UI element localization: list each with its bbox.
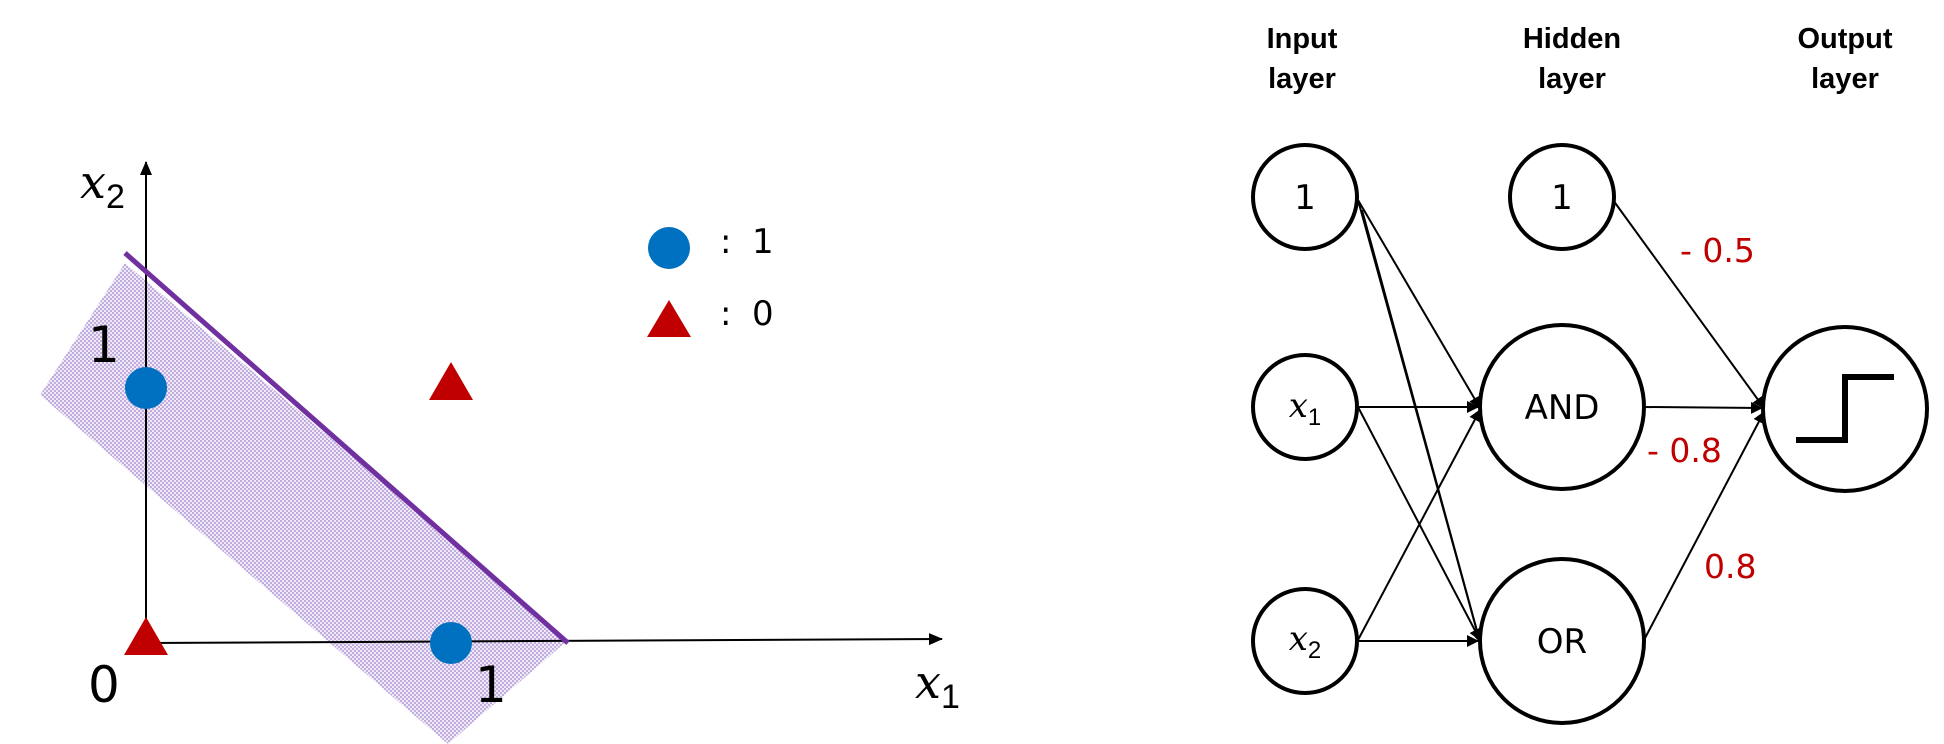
input-layer-title-2: layer	[1268, 63, 1336, 95]
legend: : 1 : 0	[647, 222, 774, 337]
x-tick-label: 1	[475, 656, 507, 714]
input-node-x1-label: x1	[1289, 386, 1322, 431]
output-layer-title: Output	[1797, 23, 1892, 55]
weight-and-to-output: - 0.8	[1647, 431, 1722, 470]
edge-x2-to-and	[1357, 409, 1481, 641]
hidden-node-and	[1478, 323, 1646, 491]
edge-bias-to-and	[1357, 199, 1481, 409]
origin-label: 0	[88, 656, 120, 714]
point-class-1-2	[430, 622, 472, 664]
positive-region	[40, 263, 568, 744]
legend-separator-1: :	[720, 222, 731, 262]
point-class-0-3	[429, 362, 473, 400]
edge-bias-to-or-2	[1361, 209, 1483, 643]
input-node-x2-label: x2	[1289, 619, 1322, 664]
legend-label-2: 0	[752, 294, 774, 334]
decision-boundary	[123, 251, 570, 645]
hidden-node-or	[1478, 557, 1646, 725]
edge-or-to-output	[1643, 411, 1765, 641]
hidden-node-and-label: AND	[1525, 388, 1600, 428]
connections	[1357, 199, 1765, 647]
input-layer-title: Input	[1267, 23, 1338, 55]
y-axis-label: x2	[80, 155, 125, 216]
weight-or-to-output: 0.8	[1704, 547, 1756, 586]
x-axis	[145, 633, 943, 646]
step-function-icon	[1796, 374, 1894, 443]
input-node-bias-label: 1	[1294, 178, 1316, 218]
point-class-1-1	[125, 367, 167, 409]
edge-and-to-output	[1643, 401, 1763, 414]
legend-triangle-icon	[647, 300, 691, 337]
hidden-layer-title-2: layer	[1538, 63, 1606, 95]
xor-plot: x2 x1 0 1 1 : 1 : 0	[40, 155, 960, 744]
hidden-layer-title: Hidden	[1523, 23, 1621, 55]
x-axis-label: x1	[915, 655, 960, 716]
input-node-x2	[1251, 587, 1359, 695]
network-diagram: Input layer Hidden layer Output layer 1 …	[1251, 23, 1929, 725]
point-class-0-0	[124, 617, 168, 655]
input-node-x1	[1251, 353, 1359, 461]
edge-hbias-to-output	[1612, 199, 1765, 409]
output-layer-title-2: layer	[1811, 63, 1879, 95]
input-node-bias	[1251, 143, 1359, 251]
y-tick-label: 1	[88, 316, 120, 374]
hidden-node-or-label: OR	[1537, 622, 1587, 662]
data-points	[124, 362, 473, 664]
legend-separator-2: :	[720, 294, 731, 334]
hidden-node-bias-label: 1	[1551, 178, 1573, 218]
legend-label-1: 1	[752, 222, 774, 262]
hidden-node-bias	[1508, 143, 1616, 251]
legend-circle-icon	[648, 227, 690, 269]
weight-bias-to-output: - 0.5	[1680, 231, 1755, 270]
